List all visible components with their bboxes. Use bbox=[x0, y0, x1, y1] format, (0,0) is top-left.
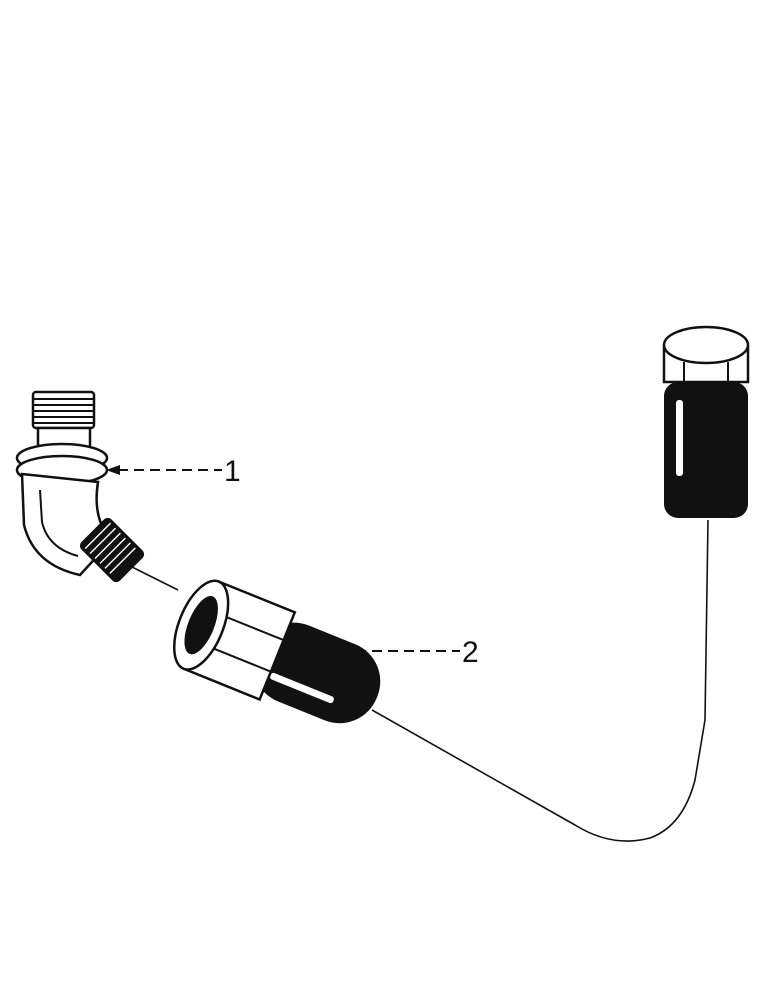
callout-1: 1 bbox=[106, 455, 241, 488]
hose-assembly-near bbox=[172, 579, 381, 724]
hose-assembly-far bbox=[662, 325, 750, 518]
callout-1-label: 1 bbox=[224, 455, 241, 488]
callout-2-label: 2 bbox=[462, 636, 479, 669]
elbow-fitting bbox=[15, 390, 145, 583]
hose-line bbox=[127, 519, 709, 842]
callout-2: 2 bbox=[344, 636, 479, 669]
